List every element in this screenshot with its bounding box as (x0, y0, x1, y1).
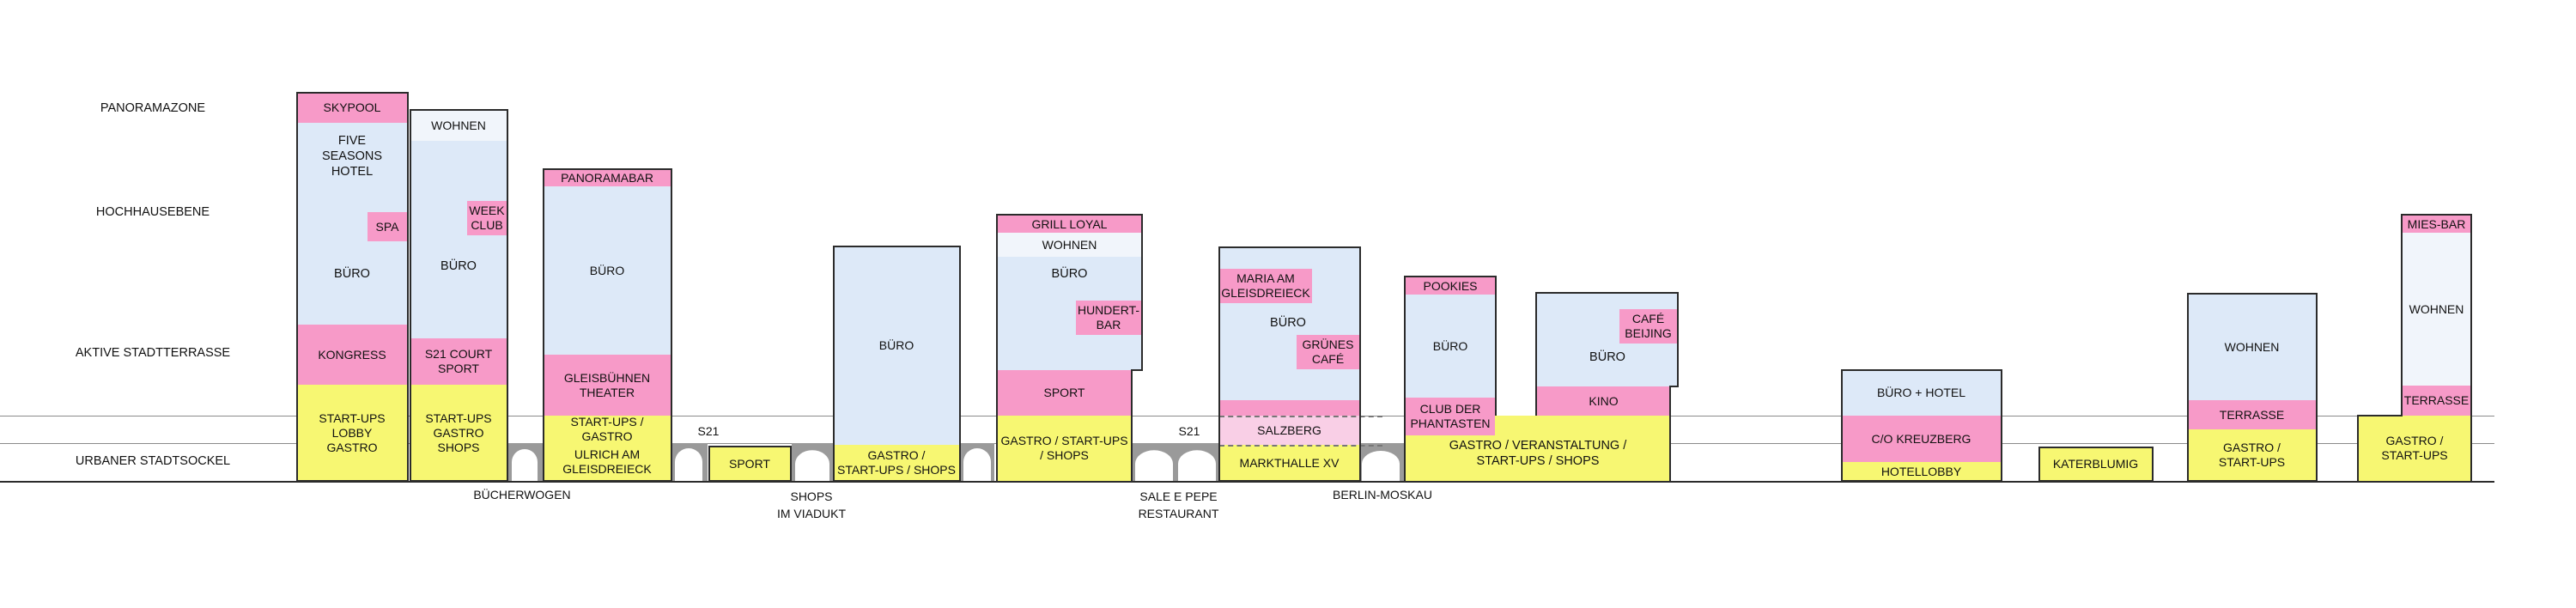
b3-buero: BÜRO (544, 186, 671, 355)
b5-grill: GRILL LOYAL (998, 216, 1141, 233)
b5-hundert: HUNDERT- BAR (1076, 301, 1141, 335)
b7-buero: BÜRO (1406, 295, 1495, 398)
b5-buero: BÜRO (1051, 267, 1088, 281)
b9-kreuzberg: C/O KREUZBERG (1842, 416, 2001, 462)
b5-sport: SPORT (998, 370, 1131, 416)
b11-terrasse: TERRASSE (2188, 400, 2316, 429)
b6-dash-lower (1219, 445, 1382, 447)
zone-label-panorama: PANORAMAZONE (100, 101, 206, 115)
b6-buero: BÜRO (1270, 316, 1306, 330)
b4-base: GASTRO / START-UPS / SHOPS (834, 445, 959, 481)
zone-label-sockel: URBANER STADTSOCKEL (75, 454, 231, 468)
b5-base: GASTRO / START-UPS / SHOPS (998, 416, 1131, 481)
b2-buero: BÜRO (440, 259, 477, 273)
b6-salzberg: SALZBERG (1219, 416, 1359, 445)
b1-base: START-UPS LOBBY GASTRO (297, 385, 407, 481)
b4-buero: BÜRO (834, 246, 959, 445)
b12-terrasse: TERRASSE (2403, 386, 2470, 416)
b2-court: S21 COURT SPORT (410, 338, 507, 385)
ground-line (0, 481, 2494, 483)
b1-skypool: SKYPOOL (297, 92, 407, 123)
b2-base: START-UPS GASTRO SHOPS (410, 385, 507, 481)
b12-wohnen: WOHNEN (2403, 233, 2470, 386)
b12-base: GASTRO / START-UPS (2359, 416, 2470, 481)
b8-kino: KINO (1537, 386, 1670, 416)
zone-label-terrasse: AKTIVE STADTTERRASSE (75, 346, 231, 360)
b1-kongress: KONGRESS (297, 325, 407, 385)
b7-base-fill-left (1406, 435, 1495, 481)
b7-base-fill-right (1495, 416, 1670, 481)
b3-panoramabar: PANORAMABAR (544, 169, 671, 186)
b2-weekclub: WEEK CLUB (467, 201, 507, 235)
b3-theater: GLEISBÜHNEN THEATER (544, 355, 671, 416)
b7-pookies: POOKIES (1406, 277, 1495, 295)
b5-wohnen: WOHNEN (998, 233, 1141, 257)
b11-wohnen: WOHNEN (2188, 294, 2316, 400)
sport-box: SPORT (709, 447, 790, 481)
s21-label-a: S21 (697, 424, 720, 438)
label-berlin-moskau: BERLIN-MOSKAU (1333, 488, 1432, 502)
b2-wohnen: WOHNEN (410, 110, 507, 141)
s21-label-b: S21 (1178, 424, 1200, 438)
b1-hotel: FIVE SEASONS HOTEL (321, 134, 383, 179)
label-buecherwogen: BÜCHERWOGEN (473, 488, 571, 502)
b9-buero: BÜRO + HOTEL (1842, 370, 2001, 416)
b8-buero: BÜRO (1589, 350, 1625, 364)
zone-label-hochhaus: HOCHHAUSEBENE (95, 205, 210, 219)
b3-ulrich: ULRICH AM GLEISDREIECK (544, 443, 671, 481)
b6-maria: MARIA AM GLEISDREIECK (1219, 269, 1312, 303)
b10-kater: KATERBLUMIG (2039, 447, 2152, 481)
b6-gruenes: GRÜNES CAFÉ (1297, 335, 1359, 369)
b9-lobby: HOTELLOBBY (1842, 462, 2001, 481)
b1-buero: BÜRO (334, 267, 370, 281)
b6-dash-upper (1219, 416, 1382, 417)
b6-markthalle: MARKTHALLE XV (1219, 445, 1359, 481)
b2-tower (410, 141, 507, 338)
b8-cafe: CAFÉ BEIJING (1619, 309, 1677, 344)
b3-startups: START-UPS / GASTRO (544, 416, 671, 443)
label-sale-e-pepe: SALE E PEPE RESTAURANT (1138, 489, 1219, 520)
b12-miesbar: MIES-BAR (2403, 216, 2470, 233)
b11-base: GASTRO / START-UPS (2188, 429, 2316, 481)
b7-base: GASTRO / VERANSTALTUNG / START-UPS / SHO… (1449, 439, 1627, 468)
b7-club: CLUB DER PHANTASTEN (1406, 398, 1495, 435)
b1-spa: SPA (368, 212, 407, 241)
label-shops-viadukt: SHOPS IM VIADUKT (776, 489, 847, 520)
b6-pinkband (1219, 400, 1359, 416)
